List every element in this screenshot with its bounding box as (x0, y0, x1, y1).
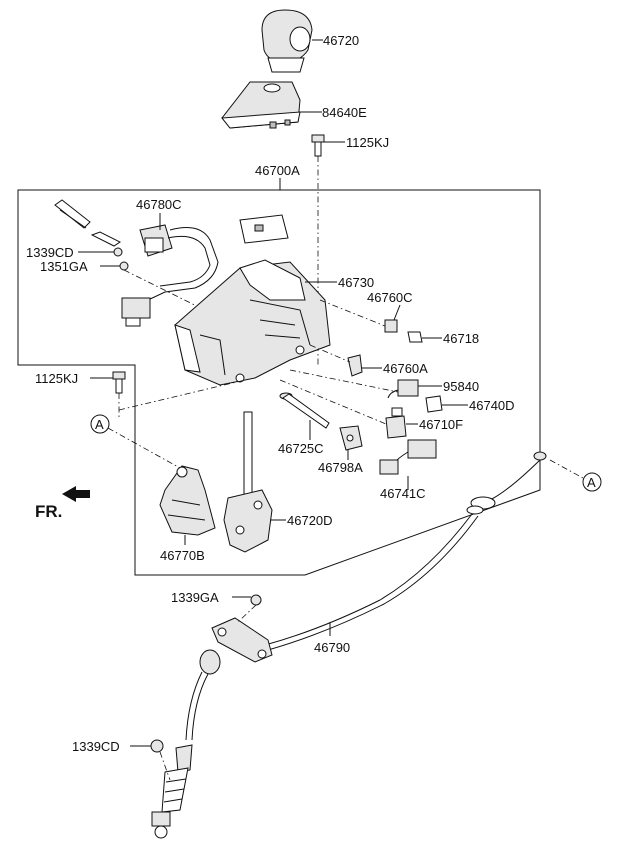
nut-bottom-guide (159, 751, 171, 781)
screw-1339CD-top[interactable] (78, 231, 123, 257)
clip-46760C[interactable] (384, 304, 401, 333)
clip-guide (319, 299, 386, 327)
label-46720: 46720 (323, 33, 359, 48)
cable-bracket[interactable] (151, 617, 273, 839)
bolt-top[interactable] (311, 134, 345, 157)
knob-boot[interactable] (221, 81, 322, 129)
label-1351GA: 1351GA (40, 259, 88, 274)
clip-46760A[interactable] (347, 354, 382, 377)
label-46725C: 46725C (278, 441, 324, 456)
rod-46725C[interactable] (279, 392, 330, 440)
pad-46740D[interactable] (425, 395, 468, 413)
switch-guide (279, 379, 387, 425)
sensor-guide (289, 369, 399, 393)
label-46780C: 46780C (136, 197, 182, 212)
shifter-base[interactable] (174, 214, 337, 386)
assembly-boundary (17, 189, 541, 576)
label-1125KJ-left: 1125KJ (35, 371, 78, 386)
ref-a-right-guide (549, 459, 584, 479)
front-direction-indicator: FR. (35, 486, 90, 521)
label-46770B: 46770B (160, 548, 205, 563)
label-46700A: 46700A (255, 163, 300, 178)
label-46760A: 46760A (383, 361, 428, 376)
label-1339CD-bottom: 1339CD (72, 739, 120, 754)
nut-1339GA[interactable] (232, 594, 262, 606)
shift-cable-46790[interactable] (264, 451, 547, 651)
switch-46710F[interactable] (385, 407, 418, 439)
shift-lock-solenoid[interactable] (54, 199, 219, 327)
label-46741C: 46741C (380, 486, 426, 501)
label-46790: 46790 (314, 640, 350, 655)
label-84640E: 84640E (322, 105, 367, 120)
ref-a-left-text: A (95, 417, 104, 432)
nut-1339CD-bottom[interactable] (130, 739, 164, 753)
bracket-46798A[interactable] (339, 425, 363, 460)
label-95840: 95840 (443, 379, 479, 394)
label-46798A: 46798A (318, 460, 363, 475)
ref-a-left: A (90, 414, 110, 434)
ref-a-left-guide (107, 427, 181, 469)
label-1339GA: 1339GA (171, 590, 219, 605)
label-46730: 46730 (338, 275, 374, 290)
ref-a-right: A (582, 472, 602, 492)
label-46720D: 46720D (287, 513, 333, 528)
label-46710F: 46710F (419, 417, 463, 432)
bolt-left-guide-2 (118, 379, 246, 411)
bracket-46770B[interactable] (159, 465, 216, 545)
shift-knob[interactable] (261, 9, 323, 73)
sensor-95840[interactable] (387, 379, 442, 399)
lever-46720D[interactable] (223, 411, 286, 553)
clip-a-guide (309, 344, 351, 363)
fr-arrow-icon (62, 486, 90, 502)
label-46740D: 46740D (469, 398, 515, 413)
harness-46741C[interactable] (379, 439, 437, 490)
bracket-46718[interactable] (407, 331, 442, 343)
label-1339CD-top: 1339CD (26, 245, 74, 260)
washer-1351GA[interactable] (100, 261, 129, 271)
label-1125KJ-top: 1125KJ (346, 135, 389, 150)
bolt-left[interactable] (90, 371, 126, 394)
nut-guide (237, 604, 257, 623)
ref-a-right-text: A (587, 475, 596, 490)
label-46760C: 46760C (367, 290, 413, 305)
fr-text: FR. (35, 502, 62, 521)
label-46718: 46718 (443, 331, 479, 346)
